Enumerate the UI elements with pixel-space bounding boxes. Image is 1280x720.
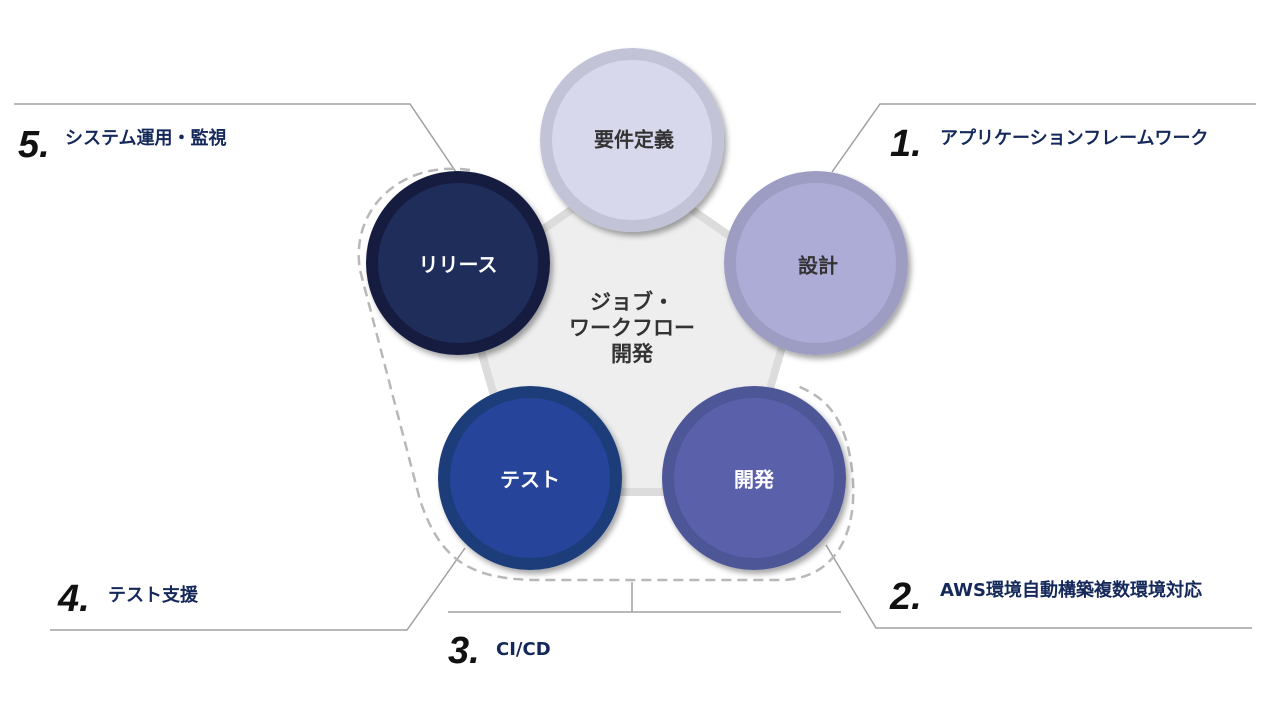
callout-text-5: システム運用・監視	[65, 128, 227, 149]
phase-label-release: リリース	[418, 252, 498, 277]
phase-circle-inner-development	[674, 398, 834, 558]
callout-number-1: 1.	[890, 123, 922, 165]
phase-circle-inner-release	[378, 183, 538, 343]
phase-label-requirements: 要件定義	[594, 127, 674, 152]
center-title-line-1: ジョブ・	[590, 290, 674, 314]
center-title-line-3: 開発	[611, 342, 653, 366]
callout-number-5: 5.	[18, 124, 50, 166]
center-title-line-2: ワークフロー	[569, 316, 695, 340]
callout-number-2: 2.	[890, 576, 922, 618]
callout-line-4	[50, 547, 466, 631]
phase-label-test: テスト	[500, 467, 560, 492]
center-title: ジョブ・ ワークフロー 開発	[569, 289, 695, 367]
dashed-group-outline	[357, 167, 855, 582]
phase-label-design: 設計	[798, 253, 838, 278]
callout-text-1: アプリケーションフレームワーク	[940, 128, 1209, 149]
phase-circle-inner-test	[450, 398, 610, 558]
callout-line-1	[831, 103, 1256, 173]
callout-text-4: テスト支援	[108, 585, 198, 606]
phase-circle-inner-design	[736, 183, 896, 343]
phase-label-development: 開発	[734, 467, 774, 492]
callout-line-2	[825, 544, 1252, 629]
callout-line-5	[14, 103, 457, 173]
callout-text-2: AWS環境自動構築複数環境対応	[940, 580, 1202, 601]
callout-number-3: 3.	[448, 630, 480, 672]
callout-text-3: CI/CD	[496, 639, 551, 660]
phase-circle-inner-requirements	[552, 60, 712, 220]
callout-number-4: 4.	[58, 578, 90, 620]
